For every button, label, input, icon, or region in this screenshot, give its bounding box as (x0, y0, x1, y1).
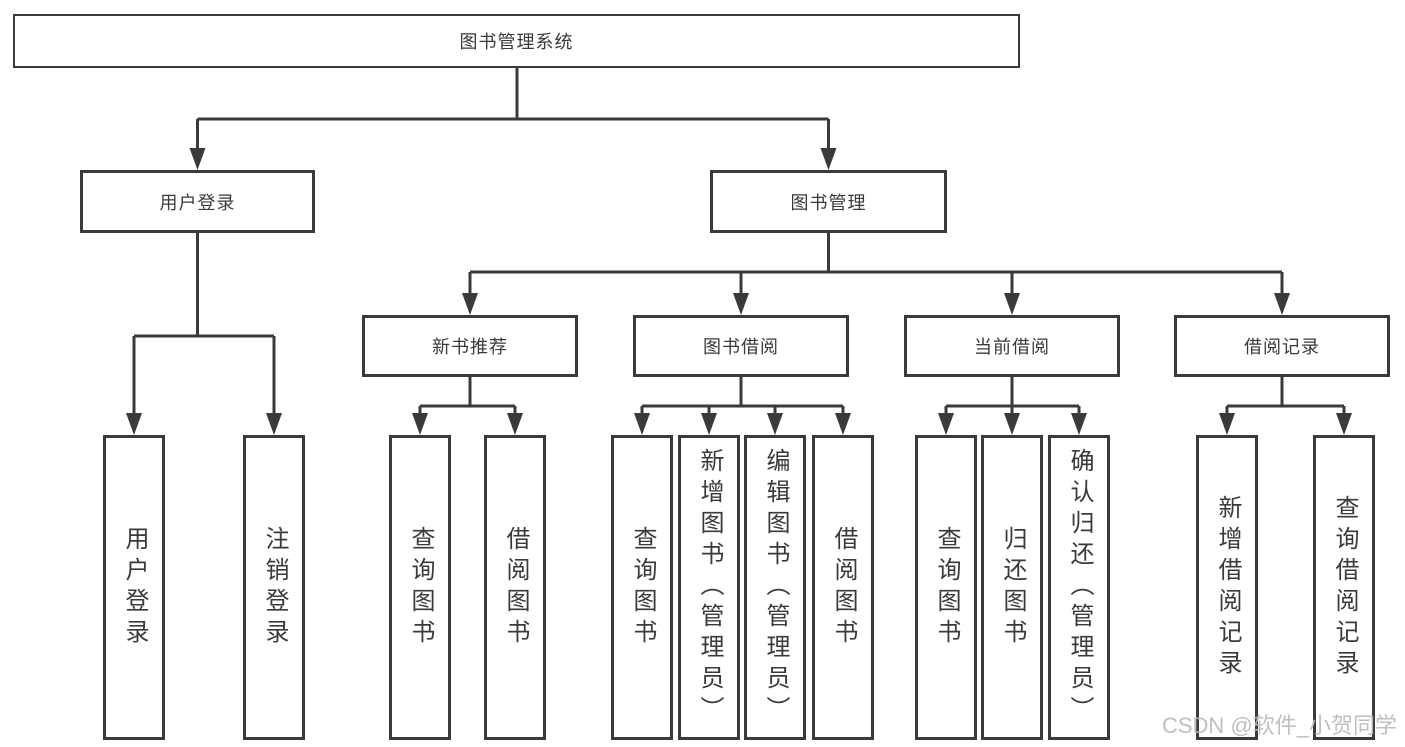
leaf-label: 确认归还（管理员） (1066, 448, 1093, 727)
node-borrow-records: 借阅记录 (1174, 315, 1390, 377)
leaf-add-borrow-record: 新增借阅记录 (1196, 435, 1258, 740)
node-label: 用户登录 (159, 192, 236, 213)
leaf-label: 归还图书 (999, 525, 1026, 650)
leaf-add-books-admin: 新增图书（管理员） (678, 435, 740, 740)
leaf-label: 用户登录 (121, 525, 148, 650)
leaf-label: 查询图书 (629, 525, 656, 650)
leaf-return-books: 归还图书 (981, 435, 1043, 740)
leaf-query-books: 查询图书 (611, 435, 673, 740)
leaf-query-books-current: 查询图书 (915, 435, 977, 740)
leaf-label: 查询图书 (407, 525, 434, 650)
leaf-label: 注销登录 (261, 525, 288, 650)
leaf-label: 编辑图书（管理员） (762, 448, 789, 727)
node-new-book-recommend: 新书推荐 (362, 315, 578, 377)
node-label: 新书推荐 (432, 337, 508, 357)
node-label: 图书借阅 (703, 337, 779, 357)
leaf-label: 新增借阅记录 (1214, 494, 1241, 681)
leaf-borrow-books: 借阅图书 (812, 435, 874, 740)
arrowheads (126, 148, 1352, 435)
leaf-label: 新增图书（管理员） (696, 448, 723, 727)
leaf-label: 查询图书 (933, 525, 960, 650)
node-label: 借阅记录 (1244, 337, 1320, 357)
leaf-user-login: 用户登录 (103, 435, 165, 740)
leaf-logout: 注销登录 (243, 435, 305, 740)
node-book-management: 图书管理 (710, 170, 947, 233)
leaf-borrow-books-recommend: 借阅图书 (484, 435, 546, 740)
node-label: 图书管理系统 (459, 32, 574, 52)
leaf-label: 借阅图书 (502, 525, 529, 650)
node-user-login: 用户登录 (80, 170, 315, 233)
node-library-management-system: 图书管理系统 (13, 14, 1020, 68)
csdn-watermark: CSDN @软件_小贺同学 (1161, 713, 1397, 738)
leaf-query-borrow-record: 查询借阅记录 (1313, 435, 1375, 740)
node-book-borrow: 图书借阅 (633, 315, 849, 377)
leaf-label: 借阅图书 (830, 525, 857, 650)
leaf-confirm-return-admin: 确认归还（管理员） (1048, 435, 1110, 740)
leaf-edit-books-admin: 编辑图书（管理员） (744, 435, 806, 740)
leaf-label: 查询借阅记录 (1331, 494, 1358, 681)
node-label: 图书管理 (790, 192, 867, 213)
node-label: 当前借阅 (974, 337, 1050, 357)
leaf-query-books-recommend: 查询图书 (389, 435, 451, 740)
node-current-borrow: 当前借阅 (904, 315, 1120, 377)
